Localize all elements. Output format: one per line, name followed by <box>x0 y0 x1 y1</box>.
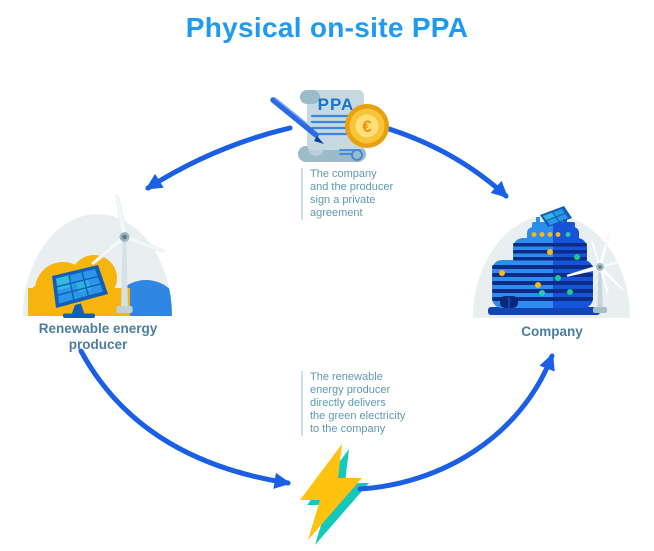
arrow-contract-to-company <box>383 125 509 199</box>
arrow-producer-to-electricity <box>78 348 292 489</box>
company-building-illustration <box>473 206 631 318</box>
doc-label: PPA <box>318 95 355 114</box>
bolt-front <box>300 444 362 540</box>
solar-panel-icon <box>52 265 108 318</box>
lightning-bolt-icon <box>300 444 369 545</box>
small-wind-turbine-icon <box>566 233 631 313</box>
wind-turbine-icon <box>91 195 165 313</box>
building-stripes <box>492 243 593 301</box>
company-label: Company <box>521 324 583 339</box>
delivery-caption: The renewable energy producer directly d… <box>301 371 405 436</box>
producer-label: Renewable energy producer <box>38 321 158 352</box>
renewable-producer-illustration <box>23 195 172 318</box>
arrow-contract-to-producer <box>145 125 293 191</box>
pen-icon <box>270 97 324 144</box>
building-base <box>488 307 600 315</box>
euro-coin-icon: € <box>345 104 389 148</box>
roof-solar-panel-icon <box>540 206 572 227</box>
building-lights <box>499 232 580 296</box>
stamp-circle <box>351 149 363 161</box>
agreement-caption: The company and the producer sign a priv… <box>301 168 393 220</box>
page-title: Physical on-site PPA <box>185 12 469 43</box>
arrow-electricity-to-company <box>357 353 555 492</box>
ppa-contract-icon: PPA € <box>270 90 389 162</box>
currency-symbol: € <box>362 117 372 136</box>
